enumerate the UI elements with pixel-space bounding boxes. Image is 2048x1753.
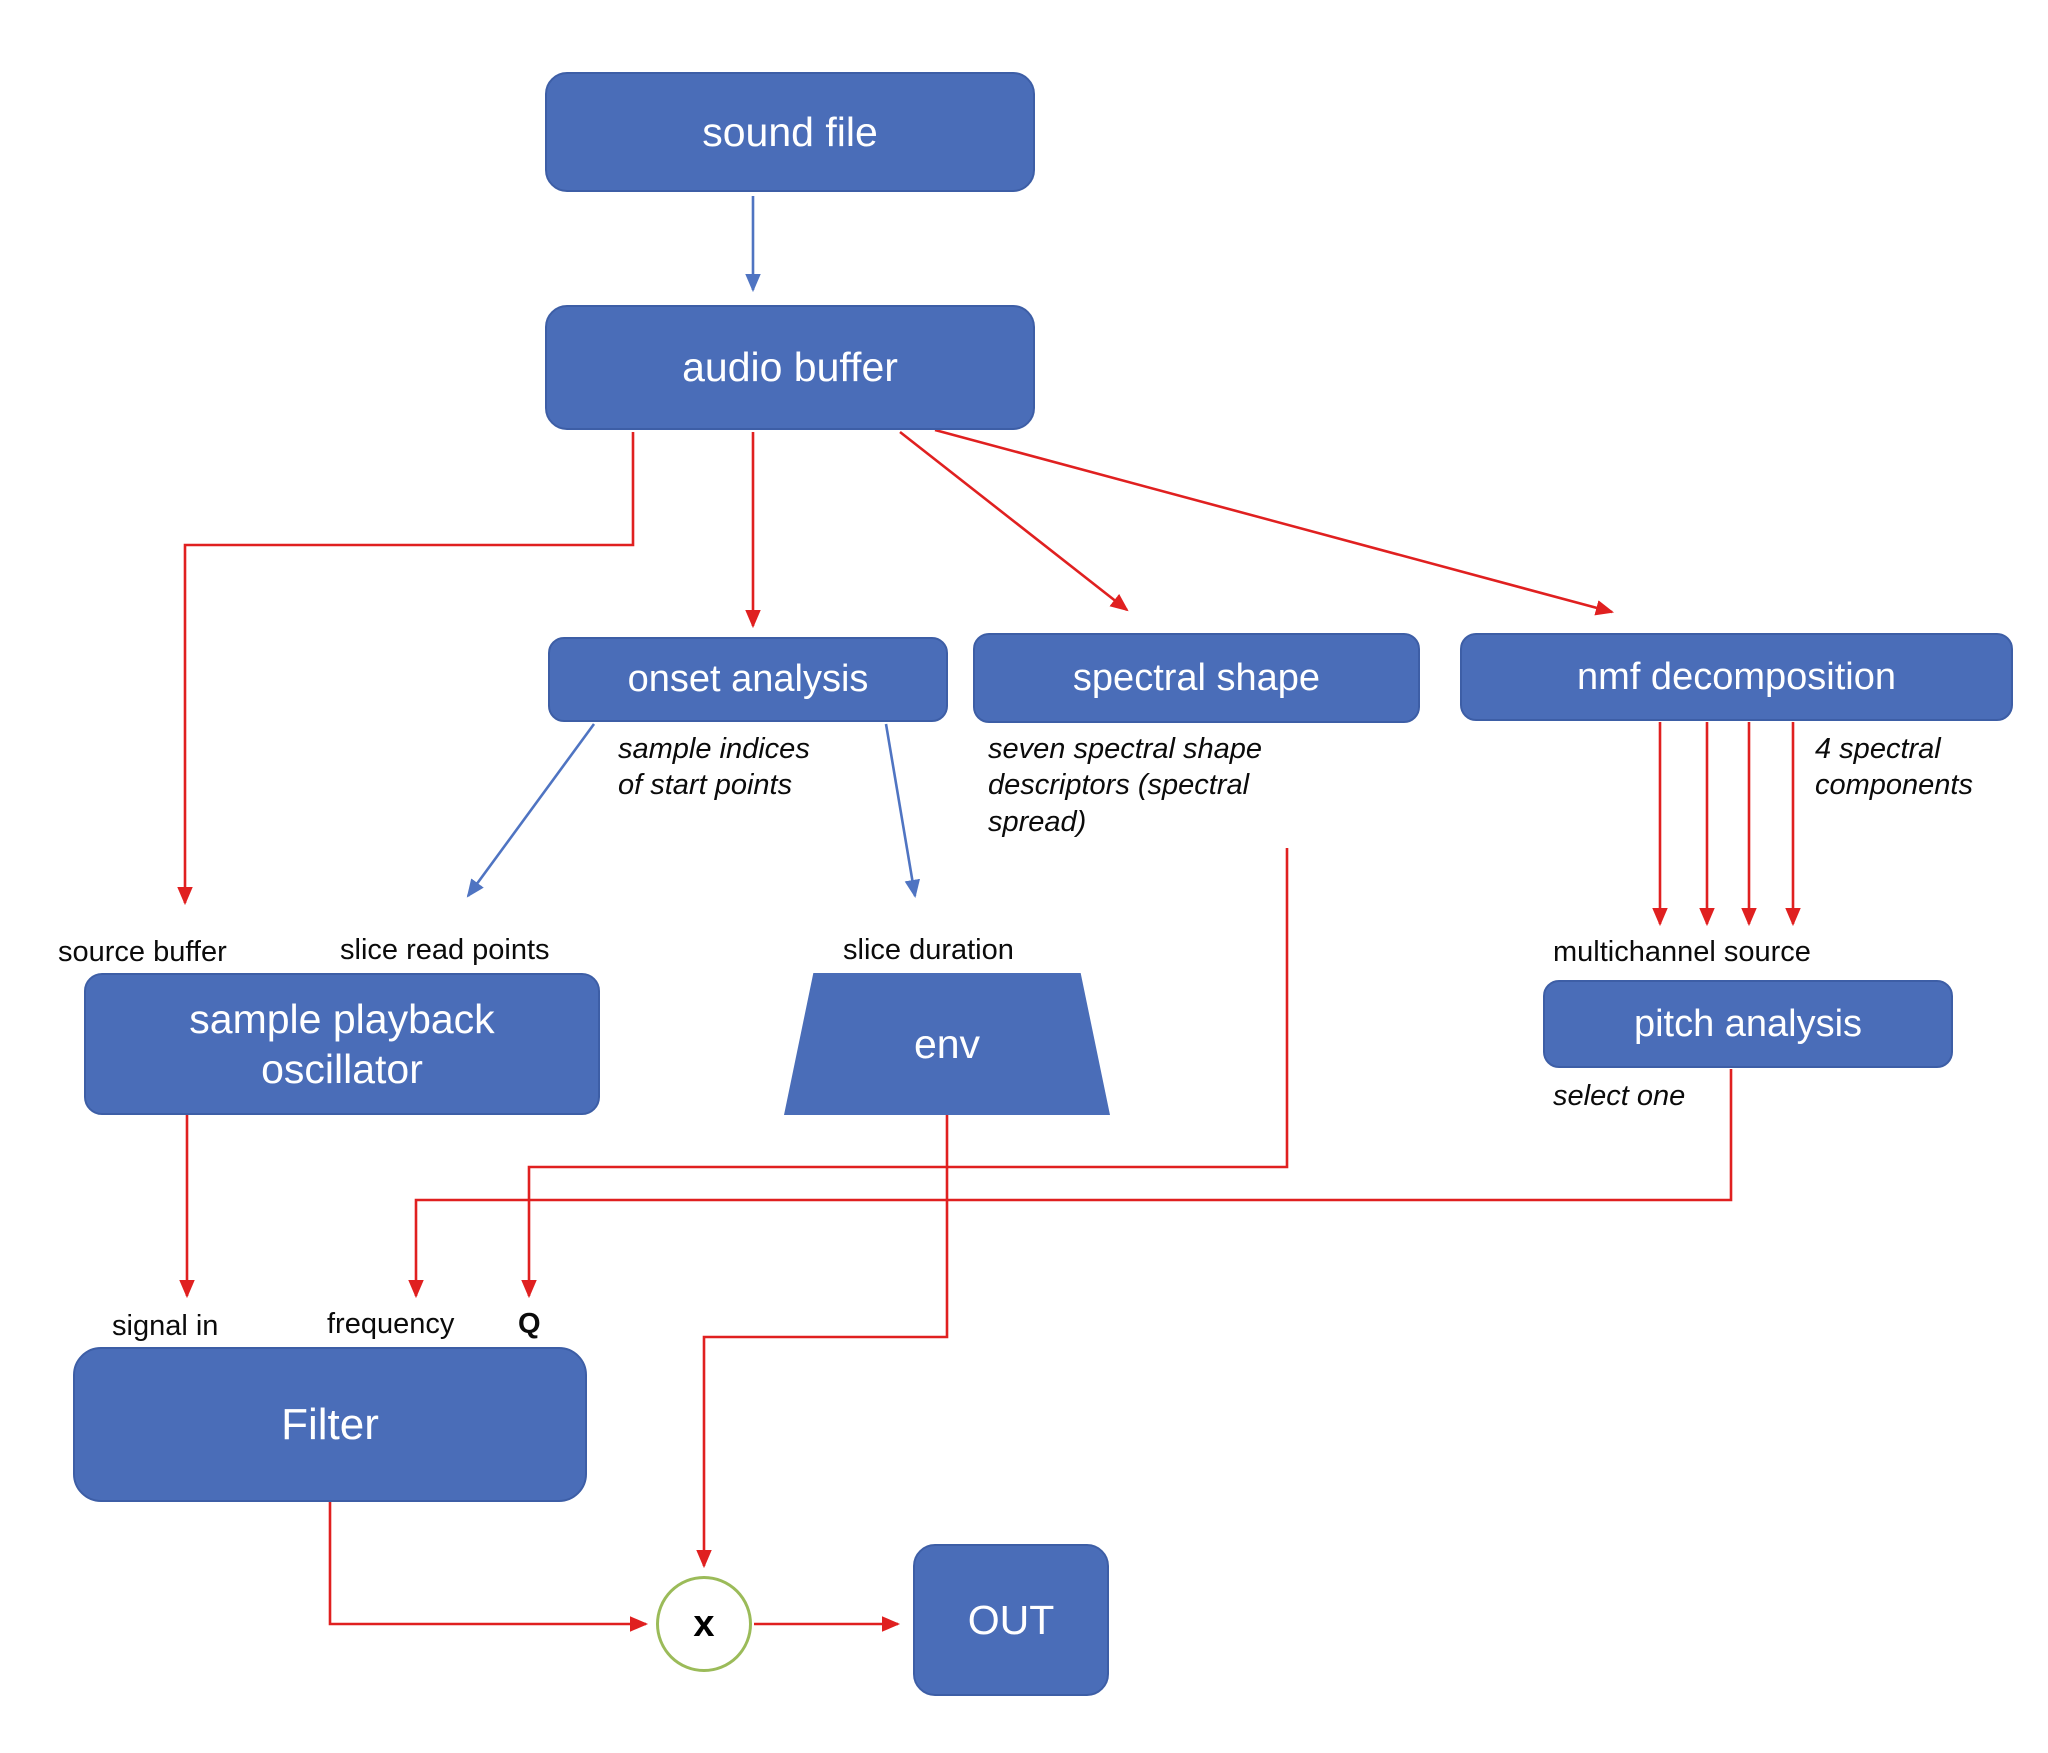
edge-audiobuffer-to-source-buffer (177, 432, 635, 906)
edge-env-to-multiply (696, 1115, 949, 1569)
node-env: env (784, 973, 1110, 1115)
port-label-slice-read-points: slice read points (340, 934, 550, 966)
port-label-source-buffer: source buffer (58, 936, 227, 968)
port-label-slice-duration: slice duration (843, 934, 1014, 966)
node-sound-file: sound file (545, 72, 1035, 192)
note-spectral-shape: seven spectral shape descriptors (spectr… (988, 733, 1263, 838)
node-sample-playback-oscillator: sample playback oscillator (84, 973, 600, 1115)
node-sample-playback-oscillator-label: sample playback oscillator (189, 995, 495, 1092)
node-pitch-analysis-label: pitch analysis (1633, 1002, 1863, 1045)
multiply-icon: x (693, 1602, 715, 1645)
node-filter: Filter (73, 1347, 587, 1502)
node-audio-buffer: audio buffer (545, 305, 1035, 430)
node-onset-analysis: onset analysis (548, 637, 948, 722)
edge-audiobuffer-to-nmf-decomposition (934, 428, 1615, 616)
node-audio-buffer-label: audio buffer (682, 344, 898, 391)
port-label-q: Q (518, 1308, 541, 1340)
edge-onset-to-slice-duration (884, 723, 921, 899)
edge-pitch-analysis-to-frequency (408, 1069, 1733, 1299)
edge-onset-to-slice-read-points (466, 723, 596, 898)
edge-spectral-shape-to-q (521, 848, 1289, 1299)
multiply-node: x (656, 1576, 752, 1672)
port-label-multichannel-source: multichannel source (1553, 936, 1811, 968)
note-nmf-decomposition: 4 spectral components (1815, 733, 1973, 802)
node-spectral-shape-label: spectral shape (1072, 656, 1321, 699)
node-out: OUT (913, 1544, 1109, 1696)
note-pitch-analysis: select one (1553, 1080, 1686, 1112)
edge-audiobuffer-to-spectral-shape (899, 430, 1129, 612)
node-nmf-decomposition: nmf decomposition (1460, 633, 2013, 721)
node-out-label: OUT (967, 1596, 1055, 1643)
node-nmf-decomposition-label: nmf decomposition (1577, 655, 1896, 698)
node-filter-label: Filter (281, 1399, 379, 1449)
node-pitch-analysis: pitch analysis (1543, 980, 1953, 1068)
node-sound-file-label: sound file (702, 108, 878, 155)
port-label-frequency: frequency (327, 1308, 455, 1340)
port-label-signal-in: signal in (112, 1310, 219, 1342)
node-env-label: env (913, 1020, 981, 1067)
node-onset-analysis-label: onset analysis (627, 658, 869, 701)
note-onset-analysis: sample indices of start points (618, 733, 810, 802)
edge-filter-to-multiply (328, 1502, 649, 1632)
node-spectral-shape: spectral shape (973, 633, 1420, 723)
